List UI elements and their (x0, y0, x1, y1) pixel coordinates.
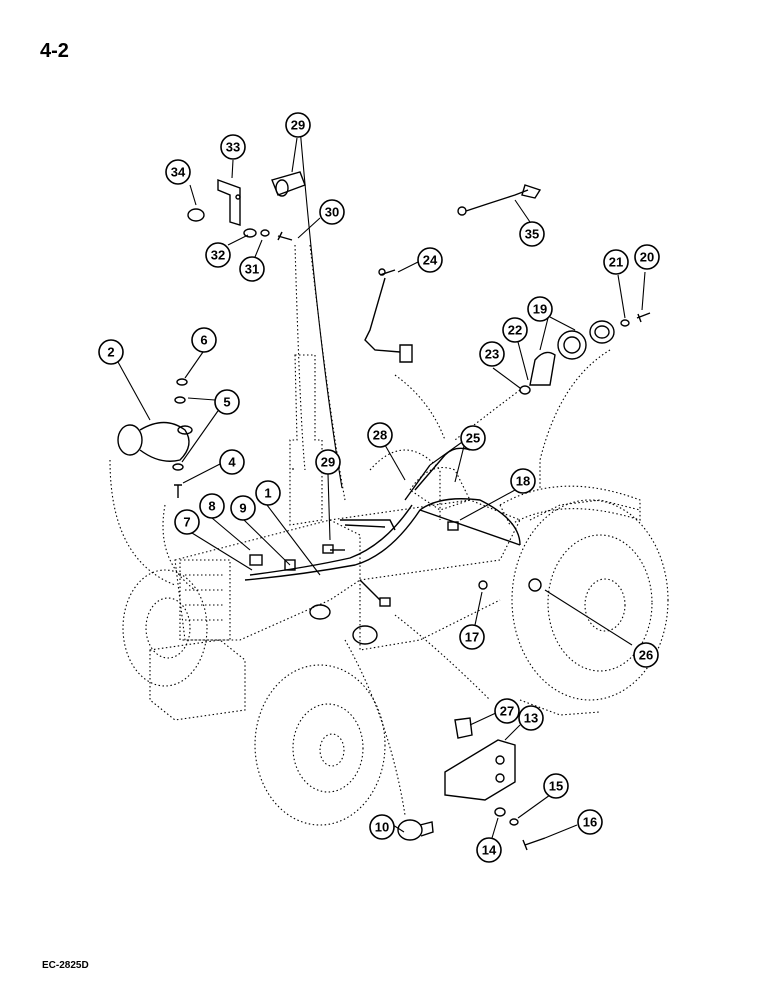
callout-13: 13 (518, 705, 544, 731)
callout-25: 25 (460, 425, 486, 451)
reference-code: EC-2825D (42, 960, 89, 971)
svg-text:18: 18 (516, 474, 530, 489)
callout-21: 21 (603, 249, 629, 275)
svg-text:31: 31 (245, 262, 259, 277)
socket-parts (519, 312, 651, 395)
page-number: 4-2 (40, 40, 69, 62)
svg-text:21: 21 (609, 255, 623, 270)
callout-22: 22 (502, 317, 528, 343)
svg-text:14: 14 (482, 843, 497, 858)
callout-4: 4 (219, 449, 245, 475)
svg-text:9: 9 (239, 501, 246, 516)
wiring-harness (244, 447, 521, 601)
svg-text:6: 6 (200, 333, 207, 348)
svg-text:35: 35 (525, 227, 539, 242)
svg-text:19: 19 (533, 302, 547, 317)
svg-text:25: 25 (466, 431, 480, 446)
callout-17: 17 (459, 624, 485, 650)
callout-32: 32 (205, 242, 231, 268)
callout-7: 7 (174, 509, 200, 535)
callout-9: 9 (230, 495, 256, 521)
bracket-plate-part (444, 739, 516, 801)
svg-text:7: 7 (183, 515, 190, 530)
callout-6: 6 (191, 327, 217, 353)
svg-text:26: 26 (639, 648, 653, 663)
callout-28: 28 (367, 422, 393, 448)
callout-10: 10 (369, 814, 395, 840)
svg-text:29: 29 (321, 455, 335, 470)
harness-connectors (249, 521, 542, 645)
callout-35: 35 (519, 221, 545, 247)
svg-text:20: 20 (640, 250, 654, 265)
callout-30: 30 (319, 199, 345, 225)
callout-8: 8 (199, 493, 225, 519)
callout-2: 2 (98, 339, 124, 365)
cable-lead-part (457, 184, 542, 216)
svg-text:15: 15 (549, 779, 563, 794)
svg-text:1: 1 (264, 486, 271, 501)
callout-1: 1 (255, 480, 281, 506)
switch-parts (397, 717, 546, 851)
callout-33: 33 (220, 134, 246, 160)
callout-14: 14 (476, 837, 502, 863)
svg-text:22: 22 (508, 323, 522, 338)
callout-5: 5 (214, 389, 240, 415)
callout-27: 27 (494, 698, 520, 724)
callout-31: 31 (239, 256, 265, 282)
svg-text:10: 10 (375, 820, 389, 835)
horn-part (117, 421, 193, 462)
top-bracket-parts (187, 171, 306, 241)
leader-lines (109, 127, 646, 839)
callout-18: 18 (510, 468, 536, 494)
svg-text:24: 24 (423, 253, 438, 268)
svg-text:29: 29 (291, 118, 305, 133)
svg-text:34: 34 (171, 165, 186, 180)
svg-text:8: 8 (208, 499, 215, 514)
washer-nut-parts (172, 378, 188, 498)
callout-34: 34 (165, 159, 191, 185)
svg-text:27: 27 (500, 704, 514, 719)
callout-24: 24 (417, 247, 443, 273)
svg-text:2: 2 (107, 345, 114, 360)
svg-text:4: 4 (228, 455, 236, 470)
callouts: 2 6 5 4 34 33 29 30 32 31 35 24 21 20 19… (98, 112, 660, 863)
svg-text:17: 17 (465, 630, 479, 645)
svg-text:33: 33 (226, 140, 240, 155)
svg-text:16: 16 (583, 815, 597, 830)
svg-text:23: 23 (485, 347, 499, 362)
callout-23: 23 (479, 341, 505, 367)
callout-29-mid: 29 (315, 449, 341, 475)
callout-20: 20 (634, 244, 660, 270)
svg-text:32: 32 (211, 248, 225, 263)
svg-text:13: 13 (524, 711, 538, 726)
callout-16: 16 (577, 809, 603, 835)
callout-26: 26 (633, 642, 659, 668)
sensor-rod-part (364, 268, 413, 363)
tractor-outline (122, 354, 669, 826)
svg-text:5: 5 (223, 395, 230, 410)
callout-19: 19 (527, 296, 553, 322)
callout-29-top: 29 (285, 112, 311, 138)
callout-15: 15 (543, 773, 569, 799)
svg-text:30: 30 (325, 205, 339, 220)
svg-text:28: 28 (373, 428, 387, 443)
